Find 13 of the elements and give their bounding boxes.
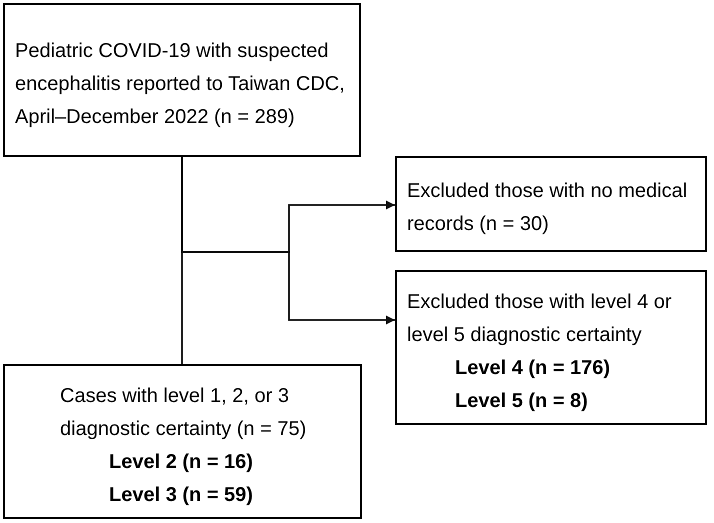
description-text: Excluded those with no medical records (n = 30) [407, 179, 688, 237]
subgroup-count: Level 3 (n = 59) [109, 483, 253, 508]
subgroup-count: Level 4 (n = 176) [455, 356, 610, 381]
flow-box [395, 156, 707, 252]
connector-line [181, 157, 183, 364]
description-text: Excluded those with level 4 or level 5 diagnostic certainty [407, 290, 673, 348]
flow-box [3, 3, 361, 157]
flow-box [395, 270, 707, 425]
subgroup-count: Level 5 (n = 8) [455, 389, 588, 414]
description-text: Pediatric COVID-19 with suspected encephalitis reported to Taiwan CDC, April–December 2022 (n = 289) [15, 39, 346, 130]
flow-box [3, 364, 362, 519]
subgroup-count: Level 2 (n = 16) [109, 450, 253, 475]
description-text: Cases with level 1, 2, or 3 diagnostic certainty (n = 75) [60, 384, 308, 442]
